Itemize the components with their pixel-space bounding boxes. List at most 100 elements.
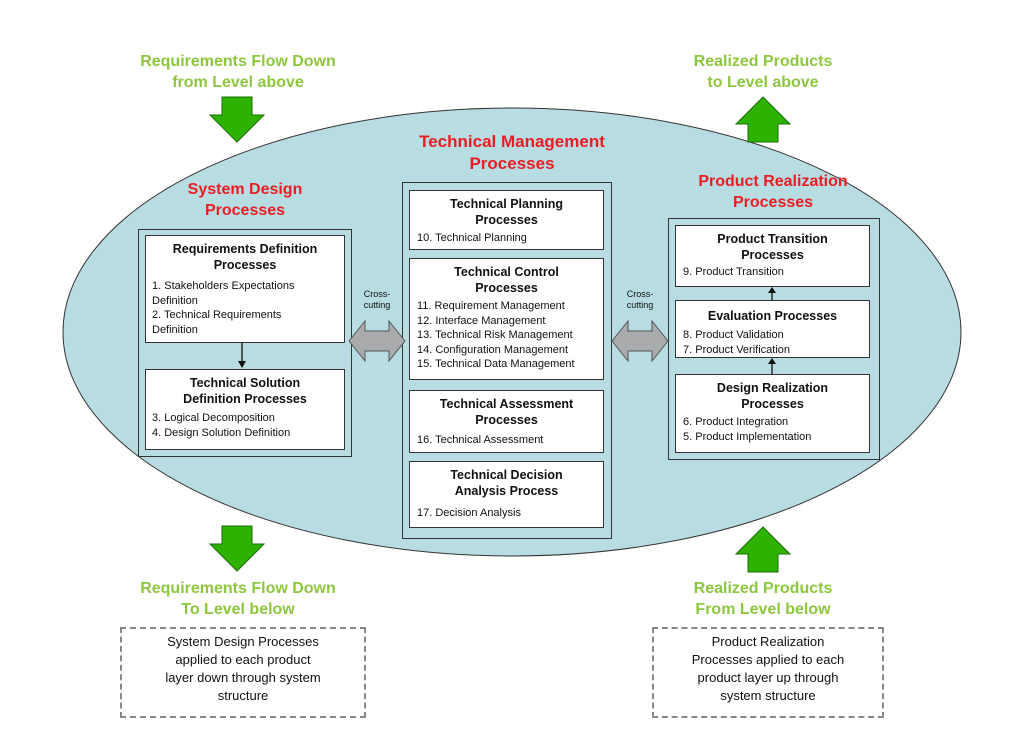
list-item: 7. Product Verification [683,343,791,356]
note-product-realization-line2: Processes applied to each [691,652,845,667]
note-system-design-line1: System Design Processes [167,634,319,649]
technical-control-title: Technical Control Processes [410,264,603,296]
technical-planning-items: 10. Technical Planning [410,231,603,246]
list-item: 10. Technical Planning [417,232,527,244]
technical-planning-title: Technical Planning Processes [410,196,603,228]
note-product-realization-line3: product layer up through [697,670,839,685]
technical-planning-title-line1: Technical Planning [450,197,563,211]
cross-cutting-right-line2: cutting [626,300,654,310]
technical-planning-title-line2: Processes [475,213,538,227]
technical-assessment-title: Technical Assessment Processes [410,396,603,428]
list-item: 9. Product Transition [683,266,784,278]
evaluation-box: Evaluation Processes 8. Product Validati… [675,300,870,358]
double-arrow-right-icon [611,319,669,363]
technical-control-box: Technical Control Processes 11. Requirem… [409,258,604,380]
technical-management-title-line1: Technical Management [419,132,605,151]
technical-control-title-line1: Technical Control [454,265,559,279]
top-right-label-line2: to Level above [707,74,819,91]
bottom-left-label-line1: Requirements Flow Down [140,580,336,597]
product-transition-title: Product Transition Processes [676,231,869,263]
top-right-label-line1: Realized Products [693,53,833,70]
technical-control-items: 11. Requirement Management 12. Interface… [410,299,603,372]
technical-management-group [402,182,612,539]
design-realization-title: Design Realization Processes [676,380,869,412]
technical-management-title: Technical Management Processes [380,131,644,175]
list-item: 12. Interface Management [417,314,546,327]
design-realization-title-line1: Design Realization [716,381,829,395]
requirements-definition-title: Requirements Definition Processes [146,241,344,273]
system-design-title-line2: Processes [204,202,286,219]
technical-solution-title-line2: Definition Processes [183,392,307,406]
product-transition-items: 9. Product Transition [676,265,869,280]
product-realization-title-line1: Product Realization [698,173,848,190]
system-design-title: System Design Processes [150,179,340,221]
cross-cutting-left-line2: cutting [363,300,391,310]
top-left-label-line1: Requirements Flow Down [140,53,336,70]
arrow-design-to-evaluation-icon [768,358,776,374]
technical-solution-title: Technical Solution Definition Processes [146,375,344,407]
list-item: 16. Technical Assessment [417,434,544,446]
technical-solution-title-line1: Technical Solution [189,376,301,390]
technical-decision-items: 17. Decision Analysis [410,506,603,521]
technical-solution-items: 3. Logical Decomposition 4. Design Solut… [146,411,344,440]
product-realization-title: Product Realization Processes [668,171,878,213]
bottom-right-label-line1: Realized Products [693,580,833,597]
note-product-realization: Product Realization Processes applied to… [652,627,884,718]
list-item: Definition [152,323,198,336]
list-item: Definition [152,294,198,307]
requirements-definition-box: Requirements Definition Processes 1. Sta… [145,235,345,343]
cross-cutting-left-line1: Cross- [363,289,391,299]
design-realization-box: Design Realization Processes 6. Product … [675,374,870,453]
system-design-title-line1: System Design [187,181,303,198]
bottom-right-label: Realized Products From Level below [653,578,873,620]
top-right-label: Realized Products to Level above [653,51,873,93]
evaluation-items: 8. Product Validation 7. Product Verific… [676,328,869,357]
arrow-down-top-left-icon [208,96,266,143]
technical-decision-title-line2: Analysis Process [454,484,559,498]
technical-assessment-box: Technical Assessment Processes 16. Techn… [409,390,604,453]
design-realization-items: 6. Product Integration 5. Product Implem… [676,415,869,444]
list-item: 5. Product Implementation [683,430,812,443]
technical-solution-box: Technical Solution Definition Processes … [145,369,345,450]
technical-management-title-line2: Processes [469,154,555,173]
list-item: 8. Product Validation [683,329,784,341]
list-item: 15. Technical Data Management [417,358,575,370]
list-item: 17. Decision Analysis [417,507,521,519]
technical-decision-title: Technical Decision Analysis Process [410,467,603,499]
product-transition-box: Product Transition Processes 9. Product … [675,225,870,287]
requirements-definition-title-line1: Requirements Definition [172,242,318,256]
arrow-down-bottom-left-icon [208,525,266,572]
arrow-req-to-solution-icon [238,343,246,368]
bottom-left-label-line2: To Level below [181,601,295,618]
technical-decision-title-line1: Technical Decision [450,468,563,482]
technical-decision-box: Technical Decision Analysis Process 17. … [409,461,604,528]
cross-cutting-left-label: Cross- cutting [352,289,402,311]
note-system-design-line3: layer down through system [165,670,321,685]
note-product-realization-line1: Product Realization [711,634,825,649]
top-left-label-line2: from Level above [172,74,304,91]
bottom-right-label-line2: From Level below [695,601,831,618]
list-item: 6. Product Integration [683,416,789,428]
note-system-design-line2: applied to each product [175,652,311,667]
technical-assessment-title-line2: Processes [475,413,538,427]
double-arrow-left-icon [348,319,406,363]
technical-planning-box: Technical Planning Processes 10. Technic… [409,190,604,250]
cross-cutting-right-line1: Cross- [626,289,654,299]
evaluation-title-line1: Evaluation Processes [707,309,838,323]
product-realization-group [668,218,880,460]
requirements-definition-title-line2: Processes [213,258,277,272]
technical-assessment-items: 16. Technical Assessment [410,433,603,448]
technical-control-title-line2: Processes [475,281,538,295]
requirements-definition-items: 1. Stakeholders Expectations Definition … [146,279,344,337]
product-transition-title-line2: Processes [741,248,804,262]
list-item: 2. Technical Requirements [152,309,282,321]
arrow-evaluation-to-transition-icon [768,287,776,301]
list-item: 1. Stakeholders Expectations [152,280,295,292]
list-item: 11. Requirement Management [417,300,565,312]
list-item: 13. Technical Risk Management [417,329,573,341]
note-system-design-line4: structure [217,688,269,703]
list-item: 14. Configuration Management [417,343,569,356]
bottom-left-label: Requirements Flow Down To Level below [128,578,348,620]
arrow-up-top-right-icon [734,96,792,143]
arrow-up-bottom-right-icon [734,526,792,573]
